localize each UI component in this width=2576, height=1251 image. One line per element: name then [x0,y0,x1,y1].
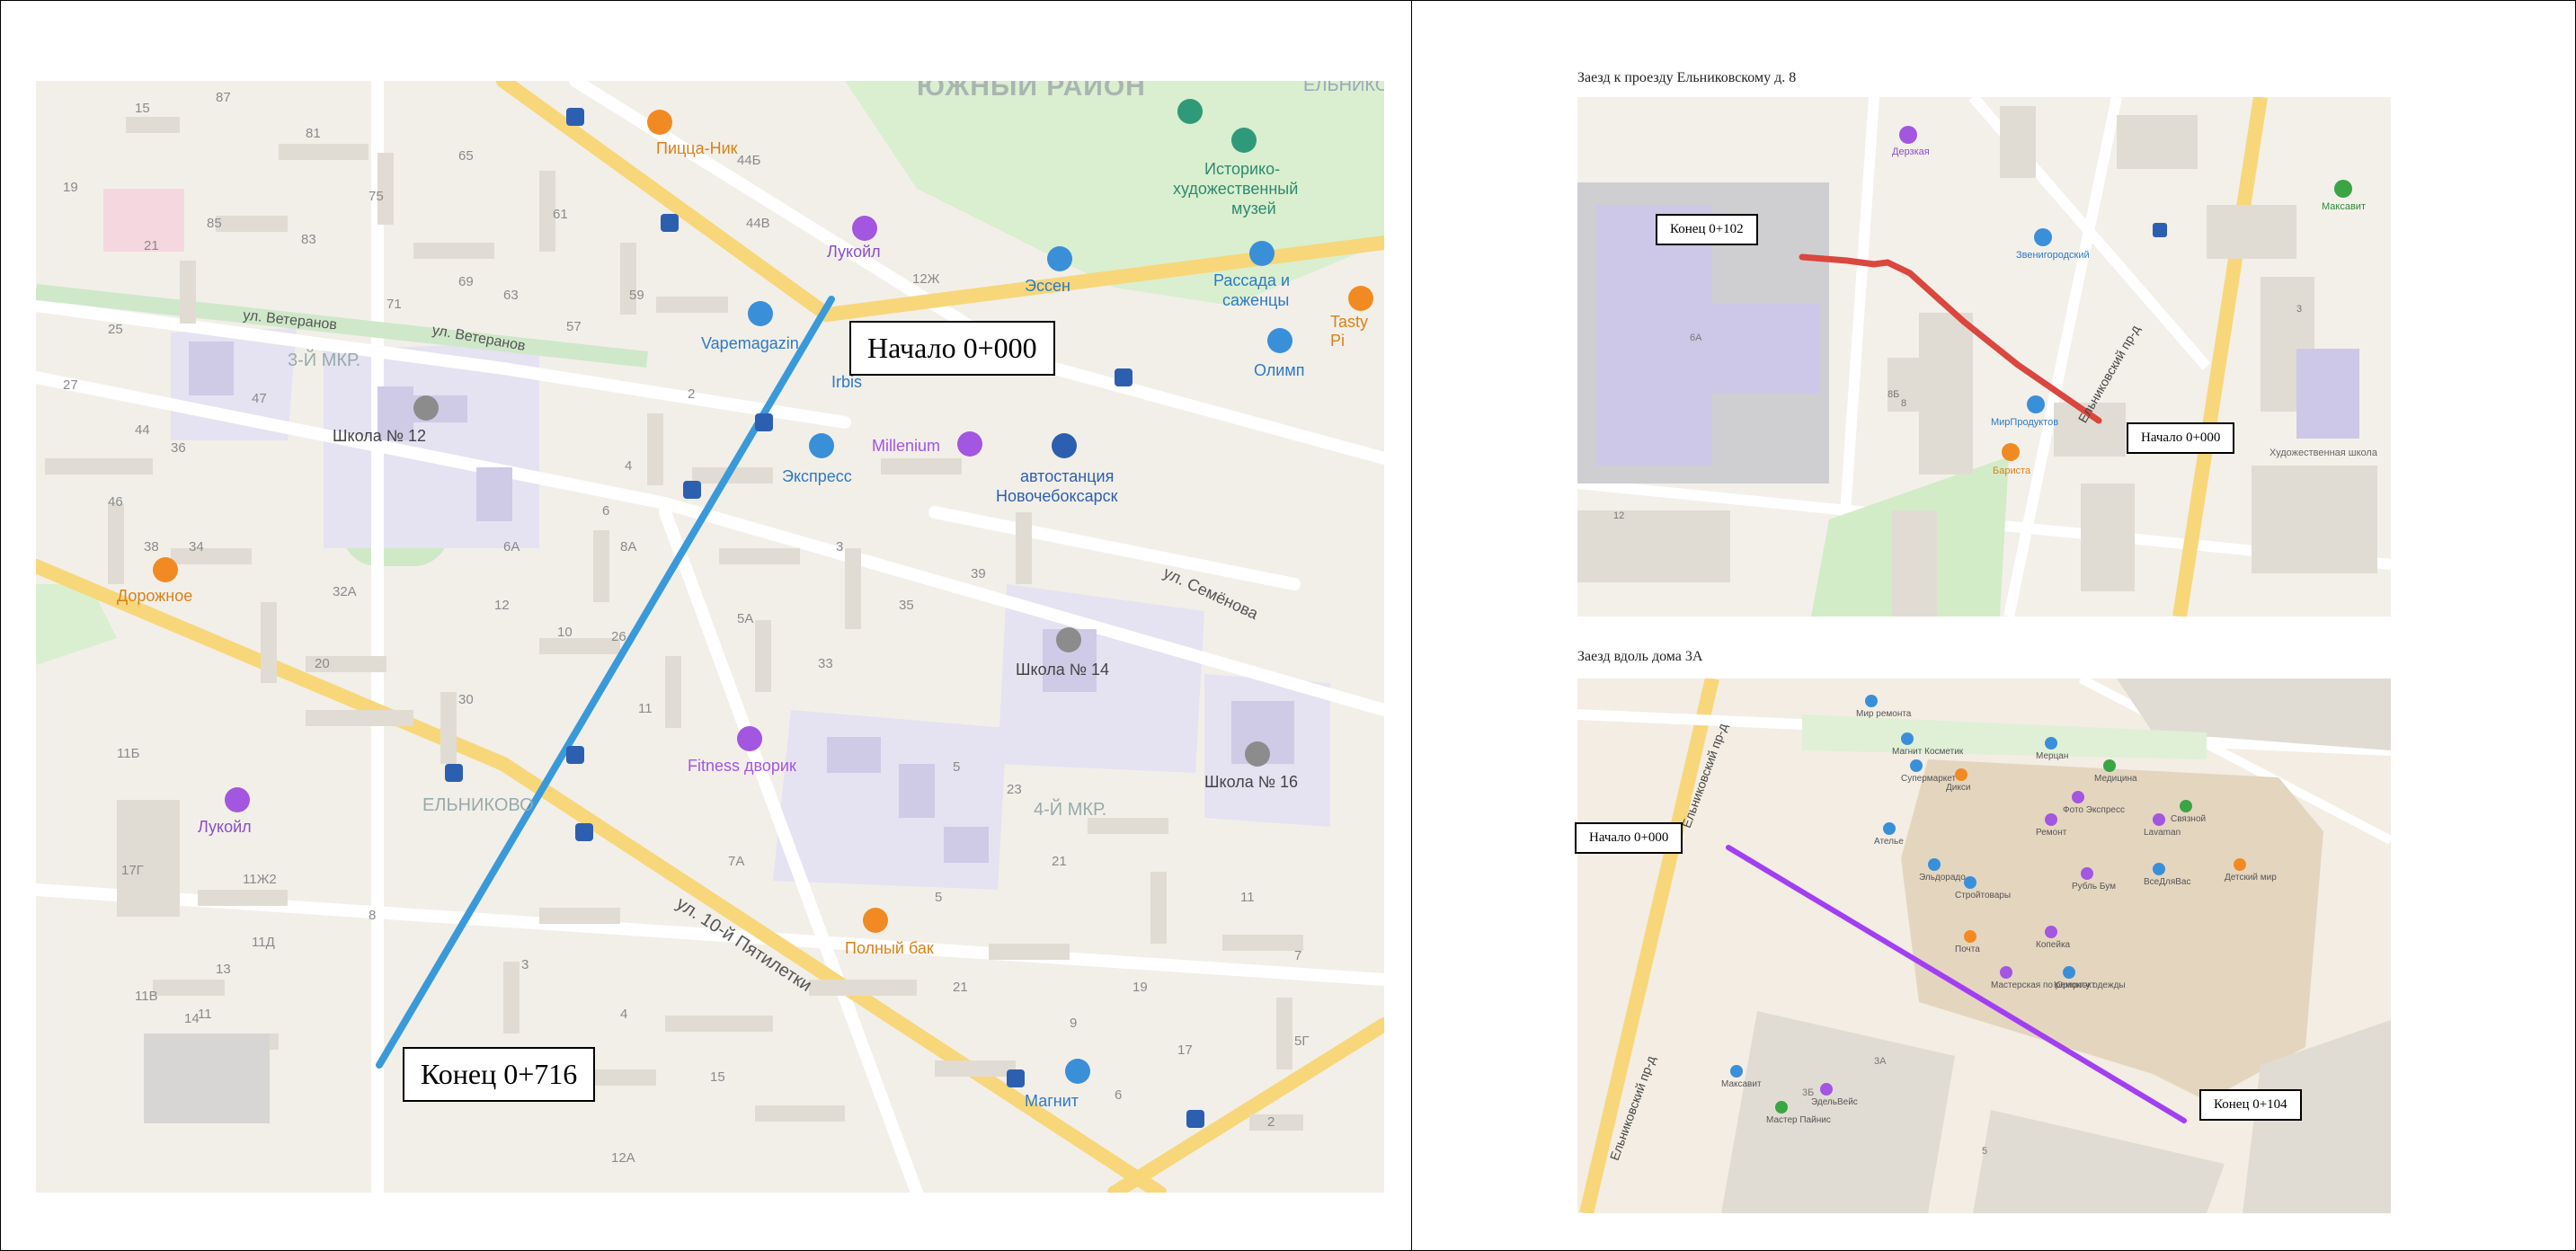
inset-bottom-caption: Заезд вдоль дома 3А [1577,649,1703,664]
main-start-callout: Начало 0+000 [849,321,1055,376]
inset-bottom-end-callout: Конец 0+104 [2199,1089,2302,1121]
house-number: 3Б [1802,1087,1815,1098]
inset-top-end-callout: Конец 0+102 [1656,214,1758,245]
inset-top-route [1799,253,2102,424]
inset-top-caption: Заезд к проезду Ельниковскому д. 8 [1577,70,1797,85]
inset-top-svg [1577,97,2391,617]
inset-top-map[interactable]: Дерзкая Максавит Звенигородский МирПроду… [1577,97,2391,617]
house-number: 5 [1982,1146,1988,1157]
inset-bottom-svg [1577,679,2391,1213]
house-number: 3А [1874,1056,1887,1067]
inset-bottom-route [1726,845,2187,1123]
inset-top-start-callout: Начало 0+000 [2127,422,2235,454]
main-map-svg [36,81,1384,1193]
main-end-callout: Конец 0+716 [403,1047,596,1102]
column-divider [1411,0,1412,1251]
inset-bottom-start-callout: Начало 0+000 [1575,822,1683,854]
main-map[interactable]: ЮЖНЫЙ РАЙОН ЕЛЬНИКОВ 3-Й МКР. 4-Й МКР. Е… [36,81,1384,1193]
